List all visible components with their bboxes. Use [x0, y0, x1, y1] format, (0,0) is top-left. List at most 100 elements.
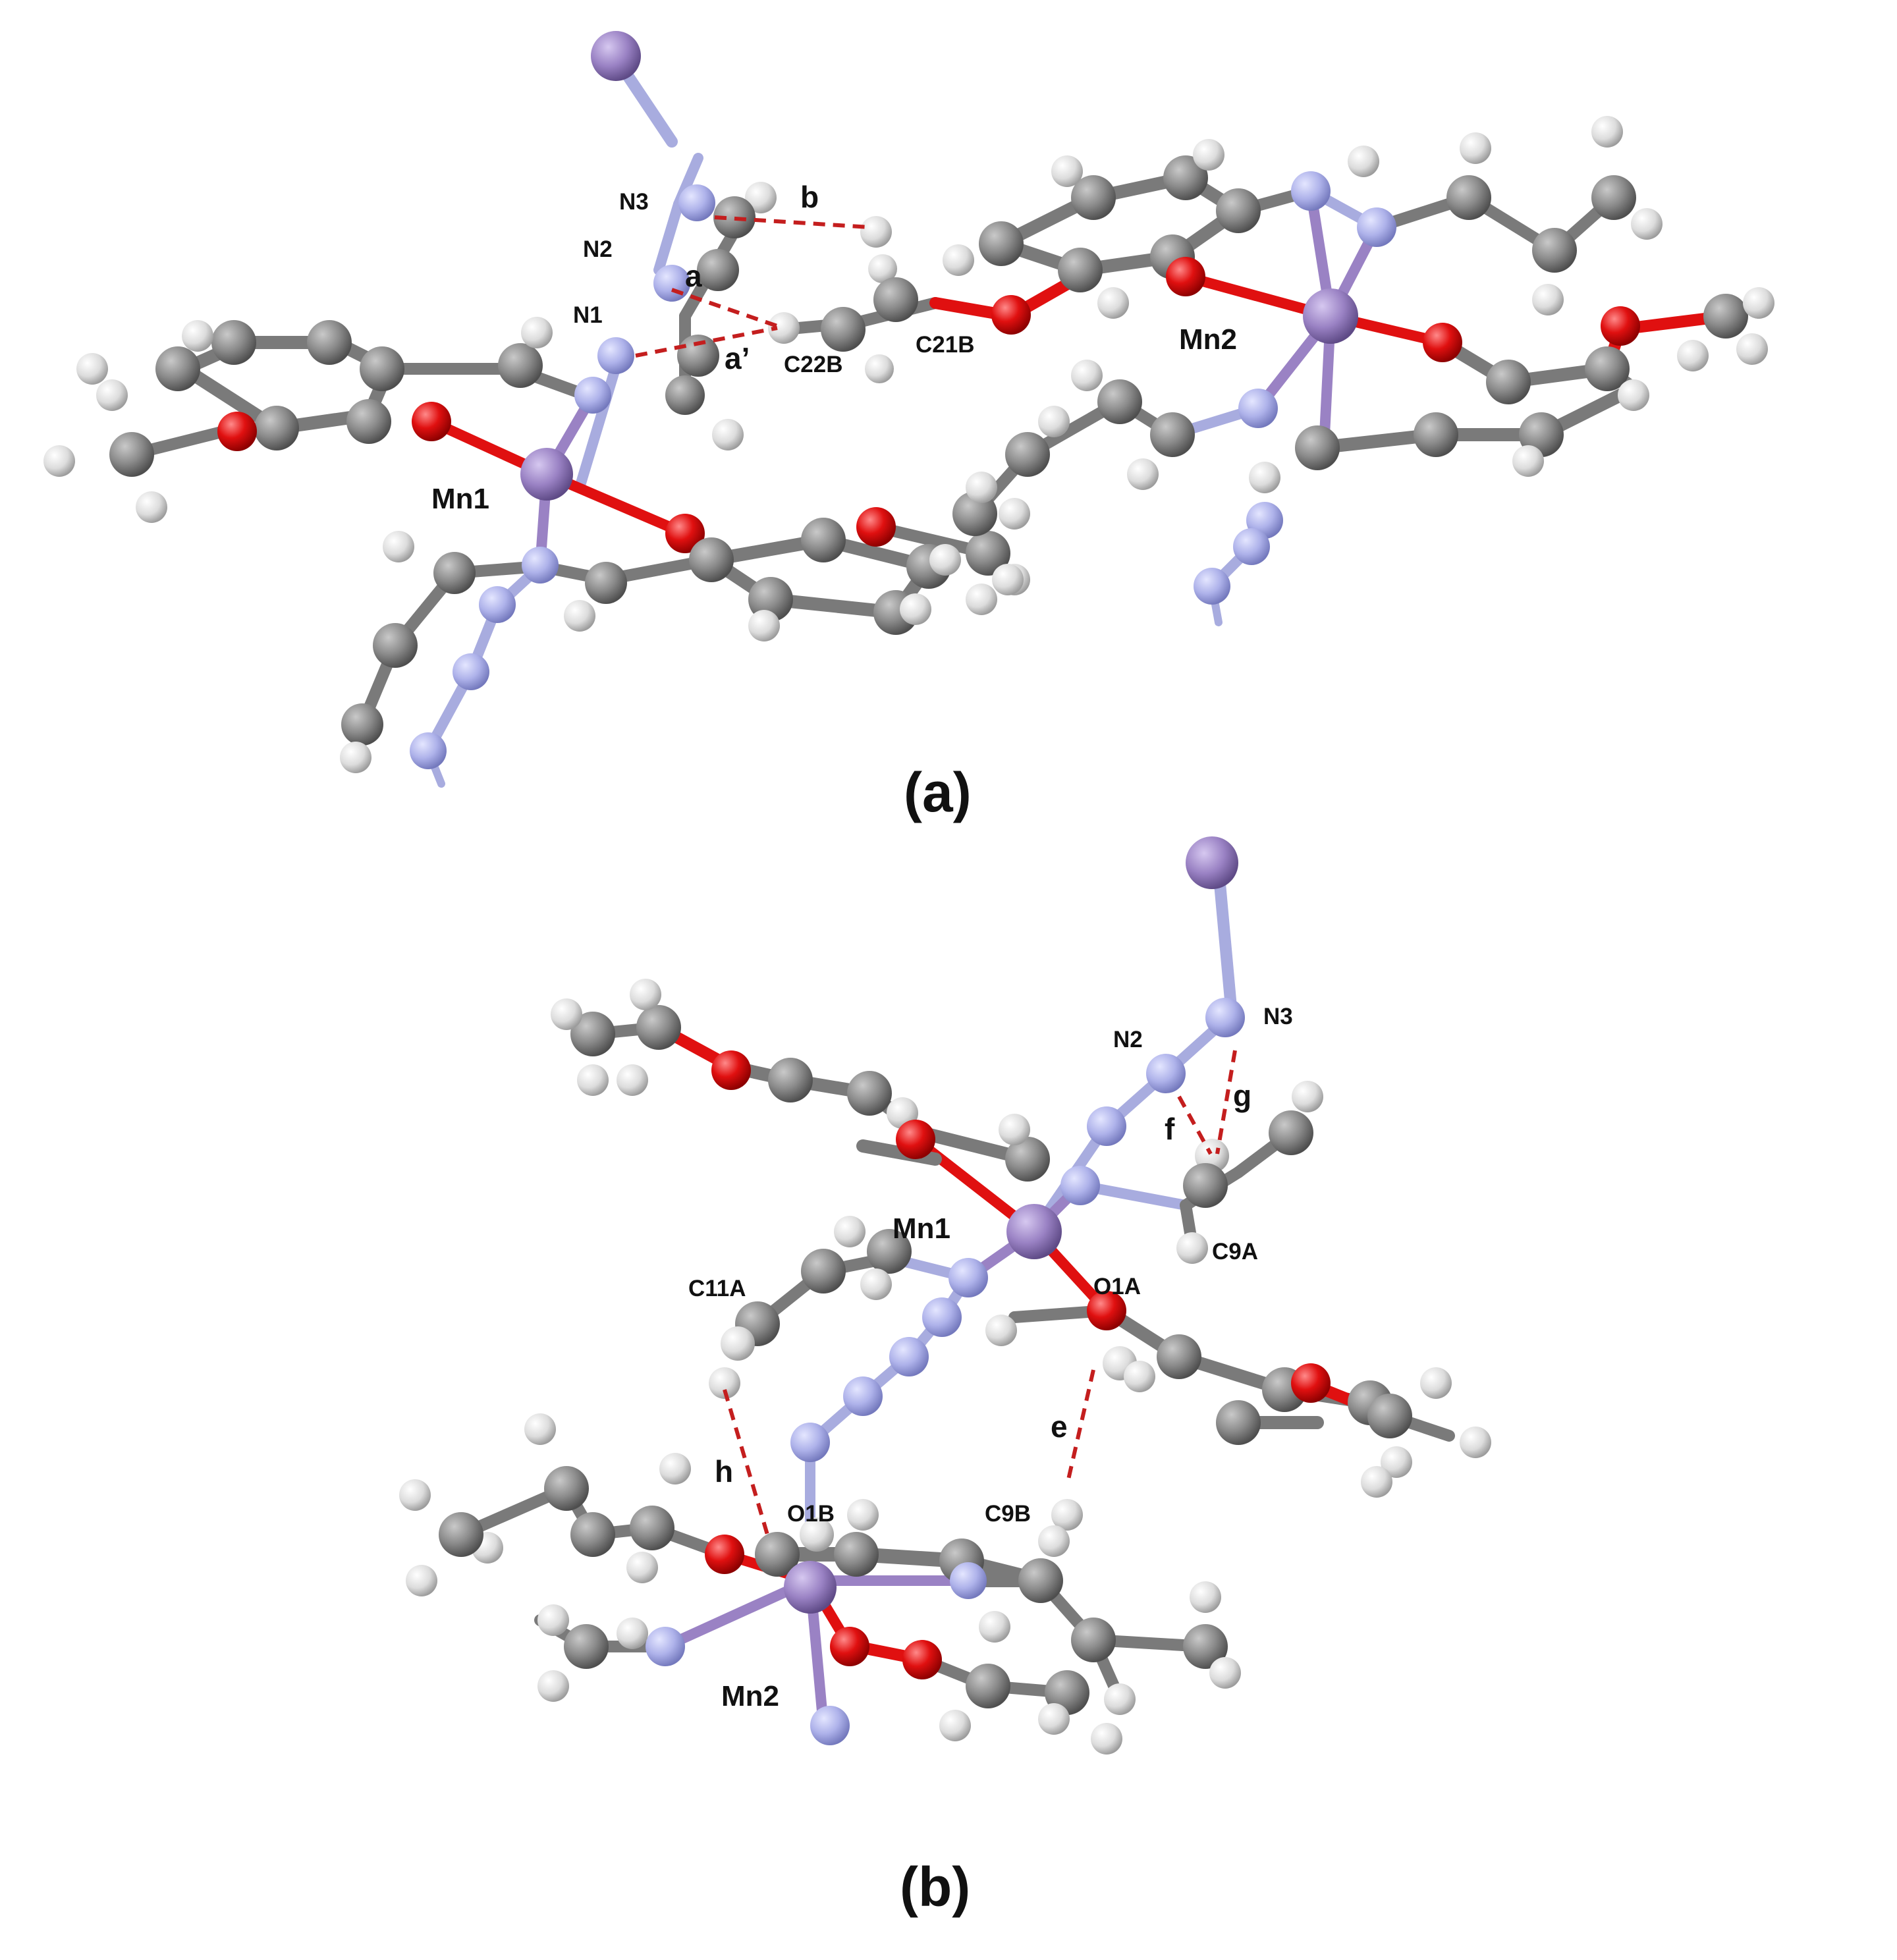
panel-b-nitrogen-atom-1	[1205, 998, 1245, 1037]
panel-a-hydrogen-atom-96	[1249, 462, 1280, 493]
label-bond-e: e	[1051, 1409, 1068, 1444]
panel-b-hydrogen-atom-30	[709, 1367, 740, 1399]
panel-b-oxygen-atom-44	[1291, 1363, 1331, 1403]
panel-b-oxygen-atom-19	[896, 1120, 935, 1159]
panel-b-hydrogen-atom-86	[1038, 1703, 1070, 1735]
panel-a-hydrogen-atom-58	[900, 593, 931, 625]
panel-a-hydrogen-atom-41	[383, 531, 414, 562]
panel-a-hydrogen-atom-44	[340, 742, 371, 773]
panel-b-bonds	[455, 863, 1455, 1731]
panel-b-caption: (b)	[900, 1856, 970, 1918]
panel-b-carbon-atom-10	[636, 1005, 681, 1050]
panel-b-hydrogen-atom-56	[524, 1413, 556, 1445]
label-bond-h: h	[715, 1454, 733, 1488]
panel-a-carbon-atom-19	[360, 346, 404, 391]
label-c22b: C22B	[784, 352, 842, 377]
panel-b-carbon-atom-24	[867, 1229, 912, 1274]
label-c9a: C9A	[1212, 1239, 1258, 1265]
label-o1a: O1A	[1093, 1274, 1141, 1299]
panel-a-carbon-atom-103	[952, 491, 997, 536]
label-bond-a-prime: a’	[725, 341, 750, 375]
panel-a-hydrogen-atom-57	[748, 610, 780, 641]
hbond-b	[714, 215, 870, 229]
panel-b-hydrogen-atom-52	[659, 1453, 691, 1484]
panel-a-carbon-atom-15	[873, 277, 918, 322]
panel-b-nitrogen-atom-34	[843, 1376, 883, 1416]
panel-b-manganese-atom-23	[1006, 1204, 1062, 1259]
panel-b-hydrogen-atom-29	[721, 1326, 755, 1361]
panel-a-hydrogen-atom-29	[182, 320, 213, 352]
panel-a-carbon-atom-24	[109, 432, 154, 477]
panel-a-hydrogen-atom-89	[1743, 287, 1774, 319]
panel-a-hydrogen-atom-67	[1051, 155, 1083, 187]
panel-b-hydrogen-atom-89	[847, 1499, 879, 1531]
panel-a-carbon-atom-95	[1295, 425, 1340, 470]
panel-b-carbon-atom-45	[1367, 1394, 1412, 1438]
panel-b-oxygen-atom-50	[705, 1535, 744, 1574]
label-c11a: C11A	[688, 1276, 746, 1301]
panel-a-hydrogen-atom-56	[966, 584, 997, 615]
panel-a-hydrogen-atom-59	[929, 544, 961, 576]
panel-b-hydrogen-atom-61	[406, 1565, 437, 1596]
panel-b-hydrogen-atom-84	[1104, 1683, 1136, 1715]
panel-a-nitrogen-atom-108	[1194, 568, 1230, 605]
panel-a-hydrogen-atom-79	[1532, 284, 1564, 315]
label-mn2-b: Mn2	[721, 1680, 779, 1712]
panel-a-hydrogen-atom-25	[76, 353, 108, 385]
label-bond-a: a	[685, 259, 702, 293]
panel-a-hydrogen-bonds	[635, 215, 870, 358]
panel-a-hydrogen-atom-7	[768, 312, 800, 344]
panel-a-carbon-atom-48	[801, 518, 846, 562]
panel-b-hydrogen-atom-73	[617, 1618, 648, 1649]
panel-b-nitrogen-atom-2	[1146, 1054, 1186, 1093]
panel-a-carbon-atom-40	[433, 552, 476, 594]
panel-a-atom-labels: N3 N2 N1 b a a’ C22B C21B Mn1 Mn2	[431, 180, 1237, 515]
panel-a-carbon-atom-60	[979, 221, 1024, 266]
panel-a-oxygen-atom-30	[412, 402, 451, 441]
panel-a-manganese-atom-81	[1303, 288, 1358, 344]
panel-b-carbon-atom-9	[570, 1012, 615, 1056]
label-n1: N1	[573, 302, 603, 328]
panel-a-carbon-atom-42	[373, 623, 418, 668]
panel-a-hydrogen-atom-102	[1038, 406, 1070, 437]
panel-b-hydrogen-atom-49	[1361, 1466, 1392, 1498]
panel-a-carbon-atom-13	[665, 375, 705, 415]
panel-a-carbon-atom-43	[341, 703, 383, 746]
panel-b-nitrogen-atom-3	[1087, 1106, 1126, 1146]
panel-a-hydrogen-atom-93	[1512, 445, 1544, 477]
panel-a-carbon-atom-21	[254, 406, 299, 450]
panel-a-hydrogen-atom-100	[1071, 360, 1103, 391]
panel-a-manganese-atom-34	[520, 448, 573, 501]
panel-a-manganese-atom-0	[591, 31, 641, 81]
panel-b-oxygen-atom-36	[1087, 1291, 1126, 1330]
panel-b-hydrogen-atom-85	[1091, 1723, 1122, 1755]
panel-a-structure: N3 N2 N1 b a a’ C22B C21B Mn1 Mn2 (a)	[43, 31, 1774, 823]
panel-a-carbon-atom-63	[1216, 188, 1261, 233]
panel-a-carbon-atom-88	[1703, 294, 1748, 339]
panel-a-hydrogen-atom-72	[1348, 146, 1379, 177]
label-c9b: C9B	[985, 1501, 1031, 1527]
panel-b-oxygen-atom-74	[830, 1627, 869, 1666]
panel-a-carbon-atom-84	[1585, 346, 1630, 391]
panel-b-nitrogen-atom-31	[949, 1258, 988, 1297]
panel-b-hydrogen-atom-13	[577, 1064, 609, 1096]
panel-b-carbon-atom-51	[630, 1506, 674, 1550]
panel-a-hydrogen-atom-66	[943, 244, 974, 276]
panel-a-carbon-atom-18	[307, 320, 352, 365]
panel-b-hydrogen-atom-66	[1051, 1499, 1083, 1531]
panel-a-hydrogen-atom-92	[1618, 379, 1649, 411]
panel-a-oxygen-atom-87	[1601, 306, 1640, 346]
panel-a-hydrogen-atom-101	[1127, 458, 1159, 490]
panel-b-carbon-atom-4	[1269, 1110, 1313, 1155]
panel-a-carbon-atom-11	[697, 249, 739, 291]
panel-a-oxygen-atom-16	[991, 295, 1031, 335]
label-n2: N2	[583, 236, 613, 262]
panel-a-hydrogen-atom-77	[1591, 116, 1623, 148]
panel-a-carbon-atom-12	[677, 335, 719, 377]
panel-a-hydrogen-atom-104	[966, 472, 997, 503]
panel-a-carbon-atom-73	[1446, 175, 1491, 220]
panel-b-carbon-atom-70	[564, 1624, 609, 1669]
panel-a-oxygen-atom-35	[665, 514, 705, 553]
panel-b-hydrogen-atom-26	[834, 1216, 866, 1247]
